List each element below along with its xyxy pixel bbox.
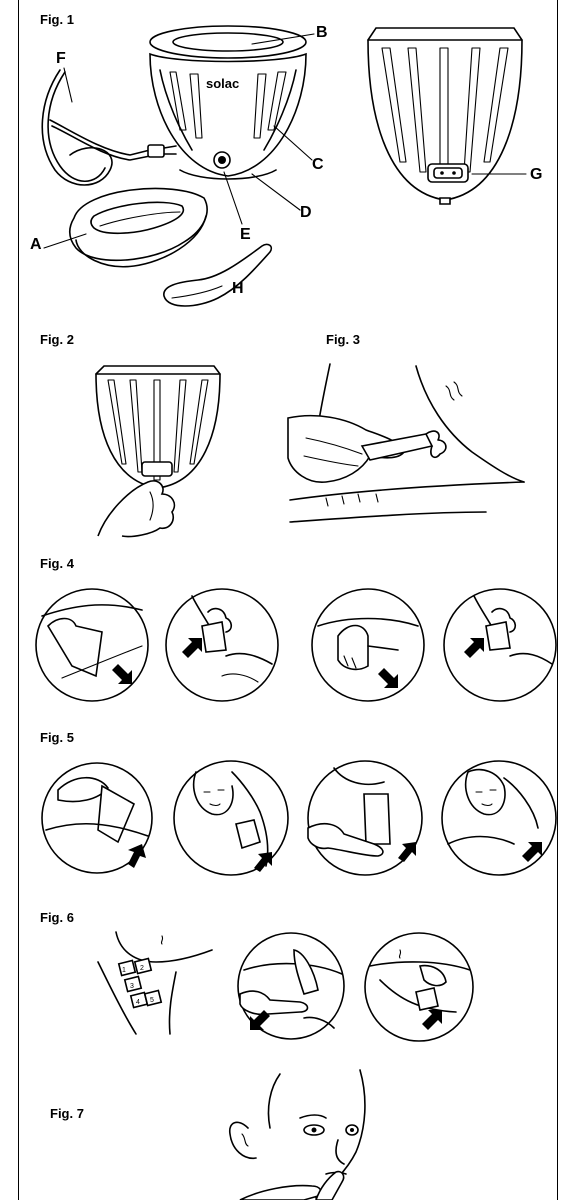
leader-f bbox=[60, 66, 80, 106]
callout-d: D bbox=[300, 204, 312, 221]
fig4-label: Fig. 4 bbox=[40, 556, 74, 571]
fig1-label: Fig. 1 bbox=[40, 12, 74, 27]
zone-3: 3 bbox=[130, 983, 134, 990]
callout-g: G bbox=[530, 166, 543, 183]
callout-b: B bbox=[316, 24, 328, 41]
fig5-step1-illustration bbox=[38, 760, 156, 876]
fig5-step4-illustration bbox=[438, 758, 560, 878]
bikini-zone-diagram: 1 2 3 4 5 bbox=[96, 922, 216, 1042]
fig2-label: Fig. 2 bbox=[40, 332, 74, 347]
leader-g bbox=[470, 170, 530, 180]
zone-5: 5 bbox=[150, 997, 154, 1004]
zone-2: 2 bbox=[140, 965, 144, 972]
leader-e bbox=[220, 168, 250, 228]
spatula-illustration bbox=[158, 238, 278, 313]
fig4-step1-illustration bbox=[32, 586, 152, 704]
leader-c bbox=[270, 120, 320, 170]
callout-h: H bbox=[232, 280, 244, 297]
fig5-step3-illustration bbox=[304, 758, 426, 878]
callout-a: A bbox=[30, 236, 42, 253]
zone-1: 1 bbox=[122, 967, 126, 974]
brand-logo: solac bbox=[206, 76, 239, 91]
fig6-step2-illustration bbox=[360, 930, 478, 1044]
wax-tray-illustration bbox=[64, 178, 214, 273]
callout-c: C bbox=[312, 156, 324, 173]
leader-a bbox=[40, 228, 90, 258]
fig6-step1-illustration bbox=[234, 930, 348, 1042]
heater-switch-illustration bbox=[92, 364, 224, 539]
zone-4: 4 bbox=[136, 999, 140, 1006]
fig7-label: Fig. 7 bbox=[50, 1106, 84, 1121]
face-waxing-illustration bbox=[220, 1068, 380, 1200]
power-cable-illustration bbox=[30, 60, 180, 210]
fig5-step2-illustration bbox=[170, 758, 292, 878]
leader-d bbox=[248, 170, 308, 220]
wax-application-illustration bbox=[286, 362, 526, 534]
wax-heater-illustration: solac bbox=[140, 20, 315, 185]
fig5-label: Fig. 5 bbox=[40, 730, 74, 745]
leader-b bbox=[250, 30, 320, 50]
fig4-step2-illustration bbox=[162, 586, 282, 704]
heater-back-illustration bbox=[360, 22, 530, 212]
callout-e: E bbox=[240, 226, 251, 243]
fig4-step4-illustration bbox=[440, 586, 560, 704]
fig3-label: Fig. 3 bbox=[326, 332, 360, 347]
fig4-step3-illustration bbox=[308, 586, 428, 704]
callout-f: F bbox=[56, 50, 66, 67]
fig6-label: Fig. 6 bbox=[40, 910, 74, 925]
page-frame bbox=[18, 0, 558, 1200]
